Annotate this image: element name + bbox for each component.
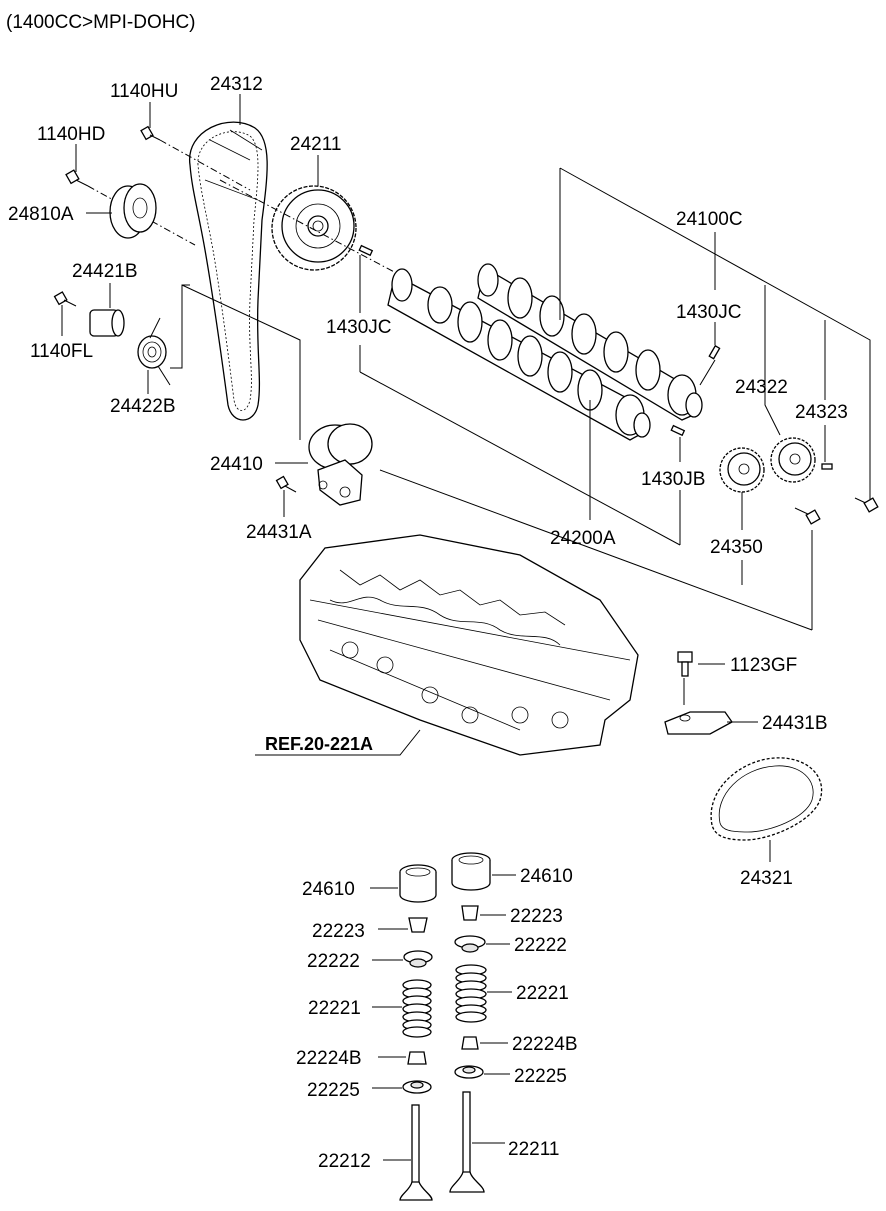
bolt-24431A[interactable]	[275, 475, 297, 493]
spacer-24421B[interactable]	[89, 309, 125, 337]
valve-tappet-24610-left[interactable]	[399, 864, 437, 903]
label-22211: 22211	[508, 1139, 559, 1160]
cam-sprocket-24322[interactable]	[770, 437, 816, 483]
label-1123GF: 1123GF	[730, 655, 797, 676]
timing-chain-24321[interactable]	[710, 757, 823, 841]
label-1430JB: 1430JB	[641, 469, 705, 490]
label-1140HU: 1140HU	[110, 81, 178, 102]
label-24350: 24350	[710, 537, 763, 558]
spring-seat-22225-right[interactable]	[454, 1065, 484, 1079]
spring-retainer-22222-right[interactable]	[454, 935, 486, 953]
label-22222-left: 22222	[307, 951, 360, 972]
label-24100C: 24100C	[676, 209, 743, 230]
cam-sprocket-24211[interactable]	[271, 185, 357, 271]
intake-valve-22211[interactable]	[449, 1091, 485, 1193]
camshaft-24100C[interactable]	[477, 263, 703, 421]
label-24610-right: 24610	[520, 866, 573, 887]
bolt-1140FL[interactable]	[53, 291, 77, 307]
label-24322: 24322	[735, 377, 788, 398]
label-24321: 24321	[740, 868, 793, 889]
label-24610-left: 24610	[302, 879, 355, 900]
label-24312: 24312	[210, 74, 263, 95]
dowel-pin-1430JC-left[interactable]	[358, 244, 374, 257]
label-24211: 24211	[290, 134, 341, 155]
exhaust-valve-22212[interactable]	[399, 1104, 433, 1201]
engine-spec-header: (1400CC>MPI-DOHC)	[6, 12, 196, 33]
label-22224B-left: 22224B	[296, 1048, 362, 1069]
sprocket-bolt-24350[interactable]	[794, 507, 821, 525]
label-24421B: 24421B	[72, 261, 138, 282]
bolt-1123GF[interactable]	[677, 651, 693, 677]
valve-spring-22221-left[interactable]	[402, 979, 432, 1038]
reference-label: REF.20-221A	[265, 734, 373, 754]
label-22221-left: 22221	[308, 998, 361, 1019]
pin-24323[interactable]	[821, 463, 833, 470]
label-22225-right: 22225	[514, 1066, 567, 1087]
label-22223-right: 22223	[510, 906, 563, 927]
cylinder-head[interactable]	[299, 534, 639, 756]
valve-stem-seal-22224B-right[interactable]	[461, 1036, 479, 1050]
idler-pulley-24810A[interactable]	[109, 183, 157, 239]
tensioner-spring-24422B[interactable]	[137, 317, 171, 386]
label-22225-left: 22225	[307, 1080, 360, 1101]
label-22212: 22212	[318, 1151, 371, 1172]
spring-seat-22225-left[interactable]	[402, 1080, 432, 1094]
label-24431B: 24431B	[762, 713, 828, 734]
label-1430JC-right: 1430JC	[676, 302, 742, 323]
label-22223-left: 22223	[312, 921, 365, 942]
bolt-1140HU[interactable]	[140, 125, 161, 141]
label-22222-right: 22222	[514, 935, 567, 956]
sprocket-bolt-right[interactable]	[854, 497, 879, 513]
label-24200A: 24200A	[550, 528, 616, 549]
dowel-pin-1430JC-right[interactable]	[708, 344, 721, 360]
label-24431A: 24431A	[246, 522, 312, 543]
dowel-pin-1430JB[interactable]	[670, 424, 686, 437]
label-1140FL: 1140FL	[30, 341, 93, 362]
label-24323: 24323	[795, 402, 848, 423]
label-24410: 24410	[210, 454, 263, 475]
chain-guide-24431B[interactable]	[664, 711, 733, 735]
label-1140HD: 1140HD	[37, 124, 105, 145]
cam-sprocket-24350[interactable]	[719, 447, 765, 493]
spring-retainer-22222-left[interactable]	[403, 950, 433, 968]
valve-stem-seal-22224B-left[interactable]	[407, 1051, 427, 1065]
valve-spring-22221-right[interactable]	[455, 964, 487, 1023]
valve-tappet-24610-right[interactable]	[451, 852, 491, 891]
timing-belt-24312[interactable]	[189, 121, 268, 421]
valve-lock-22223-right[interactable]	[461, 905, 479, 921]
label-24422B: 24422B	[110, 396, 176, 417]
bolt-1140HD[interactable]	[65, 169, 89, 187]
camshaft-24200A[interactable]	[387, 268, 651, 441]
valve-lock-22223-left[interactable]	[408, 917, 428, 933]
label-1430JC-left: 1430JC	[326, 317, 392, 338]
label-22221-right: 22221	[516, 983, 569, 1004]
label-24810A: 24810A	[8, 204, 74, 225]
label-22224B-right: 22224B	[512, 1034, 578, 1055]
belt-tensioner-24410[interactable]	[308, 423, 373, 506]
